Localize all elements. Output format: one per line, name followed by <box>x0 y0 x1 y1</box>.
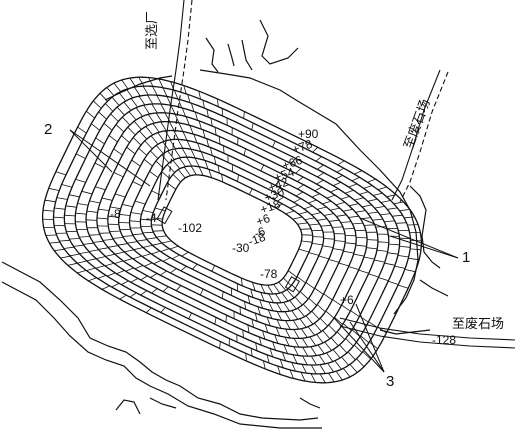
bench-hatch-5 <box>86 112 378 348</box>
bench-ring-6 <box>96 120 368 340</box>
elevation-label-plus-18: +18 <box>258 197 282 217</box>
elevation-label-minus-4: -4 <box>146 211 157 225</box>
label-to-waste-dump-right: 至废石场 <box>452 316 504 332</box>
bench-ring-5 <box>85 112 379 348</box>
bench-hatch-2 <box>53 85 411 375</box>
label-to-waste-dump-top: 至废石场 <box>401 97 434 151</box>
ramp-marks <box>156 206 301 293</box>
callout-leaders <box>69 129 459 373</box>
elevation-label-minus-8: -8 <box>110 207 121 221</box>
bench-ring-7 <box>107 129 357 331</box>
elevation-label-minus-6: -6 <box>252 224 267 241</box>
bench-hatch-4 <box>75 103 389 357</box>
elevation-label-plus-30: +30 <box>262 185 286 205</box>
elevation-label-plus-6-lower: +6 <box>340 293 354 307</box>
bench-hatch-9 <box>129 148 335 312</box>
callout-number-2: 2 <box>44 121 52 138</box>
elevation-label-minus-30: -30 <box>232 241 250 255</box>
bench-hatch-3 <box>64 94 400 366</box>
elevation-label-minus-18: -18 <box>246 230 267 249</box>
elevation-label-minus-102: -102 <box>178 221 202 235</box>
elevation-label-plus-54: +54 <box>272 165 296 185</box>
elevation-label-plus-66: +66 <box>280 153 304 173</box>
haul-roads <box>157 0 516 349</box>
pit-contours <box>41 76 423 384</box>
bench-ring-12 <box>161 174 303 286</box>
terrain-lines <box>1 19 449 429</box>
elevation-label-plus-6: +6 <box>254 211 272 229</box>
bench-ring-9 <box>128 147 336 313</box>
callout-number-1: 1 <box>462 249 470 266</box>
elevation-label-plus-78: +78 <box>290 137 314 157</box>
bench-ring-3 <box>63 94 401 366</box>
elevation-label-minus-128: -128 <box>432 333 456 347</box>
bench-hatch-6 <box>96 121 368 339</box>
elevation-label-plus-90: +90 <box>298 127 319 141</box>
elevation-label-plus-42: +42 <box>266 175 290 195</box>
bench-hatch-7 <box>107 130 357 330</box>
bench-ring-11 <box>150 165 314 295</box>
label-to-mill: 至选厂 <box>145 11 160 50</box>
bench-ring-1 <box>41 76 423 384</box>
bench-hatch-8 <box>118 139 346 321</box>
elevation-label-minus-78: -78 <box>260 267 278 281</box>
callout-number-3: 3 <box>386 373 394 390</box>
bench-hatch-1 <box>42 76 422 384</box>
bench-hatch-10 <box>140 156 324 303</box>
